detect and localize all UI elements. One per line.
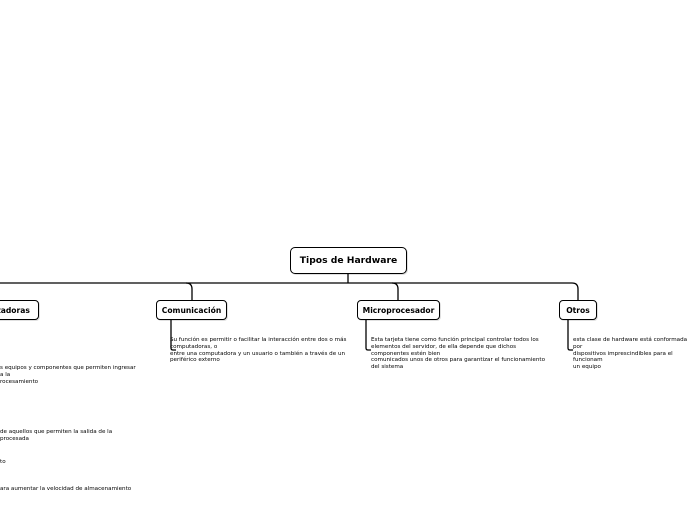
note-entrada: s equipos y componentes que permiten ing… xyxy=(0,365,136,385)
branch-node-microprocesador[interactable]: Microprocesador xyxy=(357,300,440,320)
note-otros: esta clase de hardware está conformada p… xyxy=(573,337,688,371)
note-otro-fragment: to xyxy=(0,459,6,465)
branch-node-computadoras[interactable]: tadoras xyxy=(0,300,39,320)
branch-node-label: Microprocesador xyxy=(362,305,435,315)
root-node-tipos-de-hardware[interactable]: Tipos de Hardware xyxy=(290,247,407,274)
note-salida: de aquellos que permiten la salida de la… xyxy=(0,429,113,442)
note-comunicacion: Su función es permitir o facilitar la in… xyxy=(170,337,347,364)
note-almacenamiento: ara aumentar la velocidad de almacenamie… xyxy=(0,486,132,492)
note-microprocesador: Esta tarjeta tiene como función principa… xyxy=(371,337,546,371)
branch-node-label: tadoras xyxy=(0,305,30,315)
branch-node-comunicacion[interactable]: Comunicación xyxy=(156,300,227,320)
root-node-label: Tipos de Hardware xyxy=(299,255,398,266)
branch-node-otros[interactable]: Otros xyxy=(559,300,597,320)
branch-node-label: Comunicación xyxy=(161,305,222,315)
branch-node-label: Otros xyxy=(566,305,590,315)
